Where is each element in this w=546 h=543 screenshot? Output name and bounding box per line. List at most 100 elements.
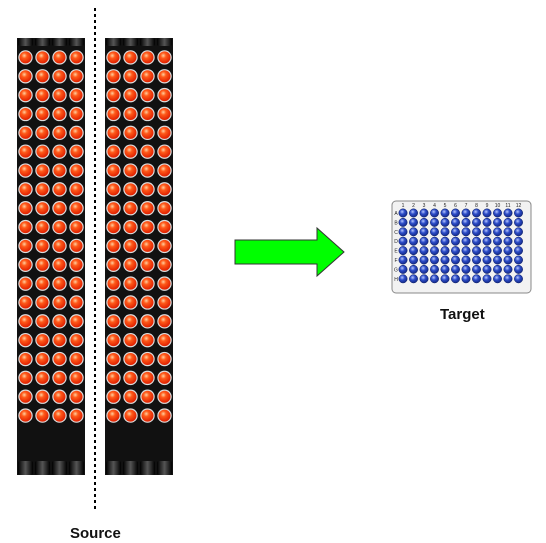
source-tube bbox=[141, 296, 154, 309]
source-tube bbox=[141, 51, 154, 64]
plate-well bbox=[493, 208, 502, 218]
plate-well bbox=[493, 236, 502, 246]
source-tube bbox=[141, 202, 154, 215]
plate-well bbox=[430, 227, 439, 237]
source-tube bbox=[53, 277, 66, 290]
source-tube bbox=[19, 315, 32, 328]
plate-column-label: 3 bbox=[423, 203, 426, 209]
source-tube bbox=[36, 315, 49, 328]
source-tube bbox=[124, 239, 137, 252]
plate-well bbox=[461, 236, 471, 246]
source-tube bbox=[158, 70, 171, 83]
source-tube bbox=[158, 164, 171, 177]
source-tube bbox=[141, 353, 154, 366]
source-tube bbox=[124, 51, 137, 64]
plate-well bbox=[451, 236, 460, 246]
source-tube bbox=[36, 371, 49, 384]
source-tube bbox=[158, 183, 171, 196]
source-tube bbox=[53, 51, 66, 64]
plate-well bbox=[493, 255, 502, 265]
source-tube bbox=[70, 202, 83, 215]
plate-row-label: B bbox=[394, 220, 398, 226]
source-tube bbox=[36, 277, 49, 290]
source-tube bbox=[158, 239, 171, 252]
plate-well bbox=[493, 217, 502, 227]
source-tube bbox=[70, 51, 83, 64]
source-tube bbox=[36, 353, 49, 366]
plate-column-label: 11 bbox=[505, 203, 510, 209]
source-tube bbox=[70, 107, 83, 120]
plate-well bbox=[482, 264, 492, 274]
source-tube bbox=[36, 239, 49, 252]
plate-well bbox=[440, 255, 450, 265]
source-tube bbox=[70, 353, 83, 366]
source-tube bbox=[36, 126, 49, 139]
source-tube bbox=[158, 89, 171, 102]
source-tube bbox=[107, 126, 120, 139]
source-tube bbox=[158, 409, 171, 422]
plate-well bbox=[482, 217, 492, 227]
plate-well bbox=[482, 227, 492, 237]
plate-well bbox=[461, 246, 471, 256]
source-tube bbox=[53, 296, 66, 309]
plate-column-label: 2 bbox=[412, 203, 415, 209]
plate-well bbox=[503, 264, 513, 274]
plate-well bbox=[440, 217, 450, 227]
plate-well bbox=[440, 274, 450, 284]
source-tube bbox=[124, 107, 137, 120]
plate-well bbox=[493, 227, 502, 237]
source-tube bbox=[158, 202, 171, 215]
plate-well bbox=[472, 246, 481, 256]
plate-column-label: 6 bbox=[454, 203, 457, 209]
rack-top-cap bbox=[140, 38, 155, 46]
source-tube bbox=[19, 334, 32, 347]
rack-bottom-cap bbox=[18, 461, 33, 475]
plate-well bbox=[409, 246, 418, 256]
source-tube bbox=[124, 202, 137, 215]
source-tube bbox=[107, 183, 120, 196]
source-tube bbox=[141, 126, 154, 139]
source-tube bbox=[158, 51, 171, 64]
plate-well bbox=[440, 227, 450, 237]
source-tube bbox=[124, 70, 137, 83]
source-tube bbox=[107, 353, 120, 366]
plate-well bbox=[409, 236, 418, 246]
source-tube bbox=[141, 277, 154, 290]
source-tube bbox=[36, 258, 49, 271]
source-tube bbox=[53, 89, 66, 102]
source-tube bbox=[158, 277, 171, 290]
plate-well bbox=[461, 217, 471, 227]
source-tube bbox=[107, 51, 120, 64]
source-tube bbox=[53, 202, 66, 215]
plate-row-label: H bbox=[394, 277, 398, 283]
source-tube bbox=[158, 390, 171, 403]
plate-well bbox=[430, 246, 439, 256]
plate-well bbox=[419, 208, 429, 218]
plate-row-label: D bbox=[394, 239, 398, 245]
source-tube bbox=[124, 409, 137, 422]
plate-well bbox=[482, 255, 492, 265]
source-tube bbox=[36, 334, 49, 347]
plate-well bbox=[398, 264, 408, 274]
source-tube bbox=[107, 277, 120, 290]
source-tube bbox=[107, 70, 120, 83]
plate-row-label: C bbox=[394, 230, 398, 236]
source-tube bbox=[158, 258, 171, 271]
source-tube bbox=[19, 239, 32, 252]
source-tube bbox=[53, 371, 66, 384]
plate-row-label: E bbox=[394, 249, 398, 255]
plate-well bbox=[482, 246, 492, 256]
plate-row-label: A bbox=[394, 211, 398, 217]
plate-well bbox=[398, 255, 408, 265]
plate-well bbox=[430, 217, 439, 227]
plate-well bbox=[409, 274, 418, 284]
source-racks bbox=[17, 38, 173, 475]
source-tube bbox=[107, 202, 120, 215]
plate-column-label: 8 bbox=[475, 203, 478, 209]
source-tube bbox=[141, 183, 154, 196]
plate-well bbox=[482, 236, 492, 246]
source-tube bbox=[158, 353, 171, 366]
source-tube bbox=[107, 409, 120, 422]
source-tube bbox=[70, 315, 83, 328]
plate-well bbox=[419, 217, 429, 227]
